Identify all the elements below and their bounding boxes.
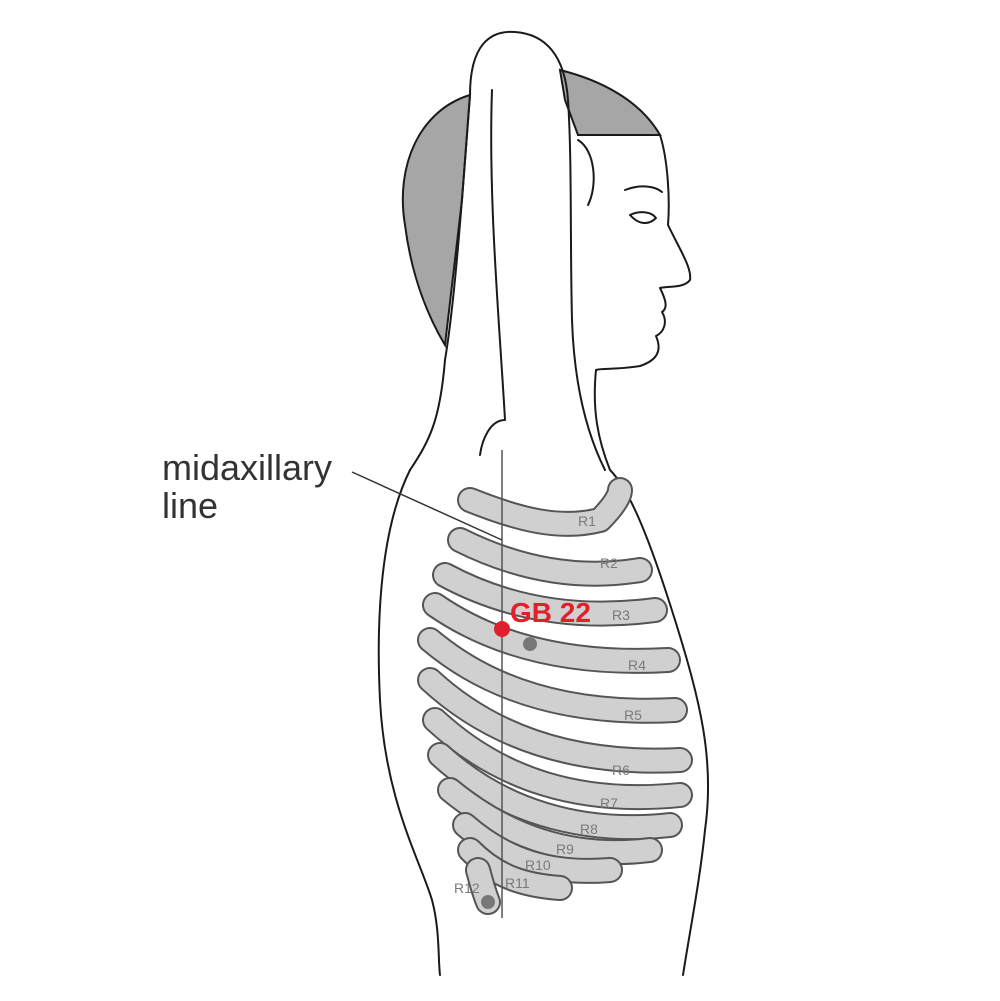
- gb22-point: [494, 621, 510, 637]
- gb22-label: GB 22: [510, 597, 591, 628]
- rib-label-r2: R2: [600, 555, 618, 571]
- landmark-dot: [481, 895, 495, 909]
- face-profile: [577, 134, 692, 371]
- rib-label-r8: R8: [580, 821, 598, 837]
- rib-label-r7: R7: [600, 795, 618, 811]
- neck-front: [593, 369, 676, 621]
- midaxillary-label-line1: midaxillary: [162, 447, 332, 488]
- hair-top: [558, 68, 662, 136]
- label-leader: [351, 471, 503, 541]
- landmark-dot: [523, 637, 537, 651]
- eye: [629, 211, 657, 224]
- rib-label-r12: R12: [454, 880, 480, 896]
- hair: [401, 93, 472, 349]
- back-outline: [377, 469, 441, 976]
- arm-inner: [479, 89, 506, 456]
- arm-back: [409, 94, 471, 471]
- raised-arm: [469, 30, 606, 471]
- rib-label-r6: R6: [612, 762, 630, 778]
- front-outline: [674, 619, 710, 976]
- eyebrow: [624, 185, 663, 193]
- rib-cage: [417, 477, 693, 915]
- rib-label-r1: R1: [578, 513, 596, 529]
- midaxillary-label-line2: line: [162, 485, 218, 526]
- rib-label-r10: R10: [525, 857, 551, 873]
- rib-label-r3: R3: [612, 607, 630, 623]
- rib-label-r9: R9: [556, 841, 574, 857]
- rib-label-r5: R5: [624, 707, 642, 723]
- rib-label-r4: R4: [628, 657, 646, 673]
- ear: [577, 139, 595, 206]
- rib-label-r11: R11: [505, 875, 530, 891]
